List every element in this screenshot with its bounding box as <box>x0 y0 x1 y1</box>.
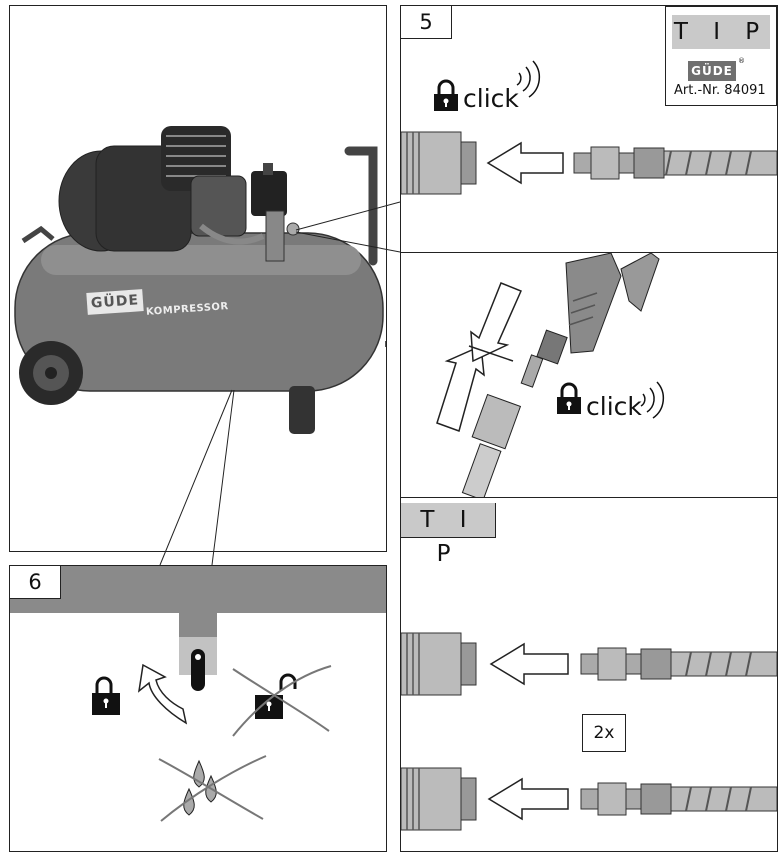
registered-mark: ® <box>738 57 745 65</box>
step5-click-text: click <box>463 84 519 113</box>
step5-coupling-illustration <box>401 60 777 195</box>
drain-valve-illustration <box>10 566 386 822</box>
tip-panel: T I P 2x <box>400 497 778 852</box>
step6-panel: 6 <box>9 565 387 852</box>
compressor-panel: GÜDE KOMPRESSOR <box>9 5 387 552</box>
article-number: Art.-Nr. 84091 <box>674 83 766 98</box>
compressor-illustration <box>14 126 386 434</box>
tip-section-label: T I P <box>401 503 496 567</box>
tip-badge: T I P GÜDE ® Art.-Nr. 84091 <box>665 6 777 106</box>
gun-panel: click <box>400 252 778 499</box>
spray-gun-illustration <box>436 253 665 498</box>
step6-number: 6 <box>10 566 61 599</box>
lock-icon <box>92 676 120 715</box>
tip-couplings-illustration <box>401 632 777 831</box>
sound-waves-icon <box>640 381 665 419</box>
lock-icon <box>434 79 458 111</box>
repeat-count-box: 2x <box>582 714 626 752</box>
tip-badge-label: T I P <box>672 15 770 49</box>
gun-click-text: click <box>586 392 642 421</box>
sound-waves-icon <box>516 60 541 98</box>
gude-logo: GÜDE <box>688 61 736 81</box>
compressor-logo: GÜDE <box>86 289 144 315</box>
lock-icon <box>557 382 581 414</box>
step5-number: 5 <box>401 6 452 39</box>
